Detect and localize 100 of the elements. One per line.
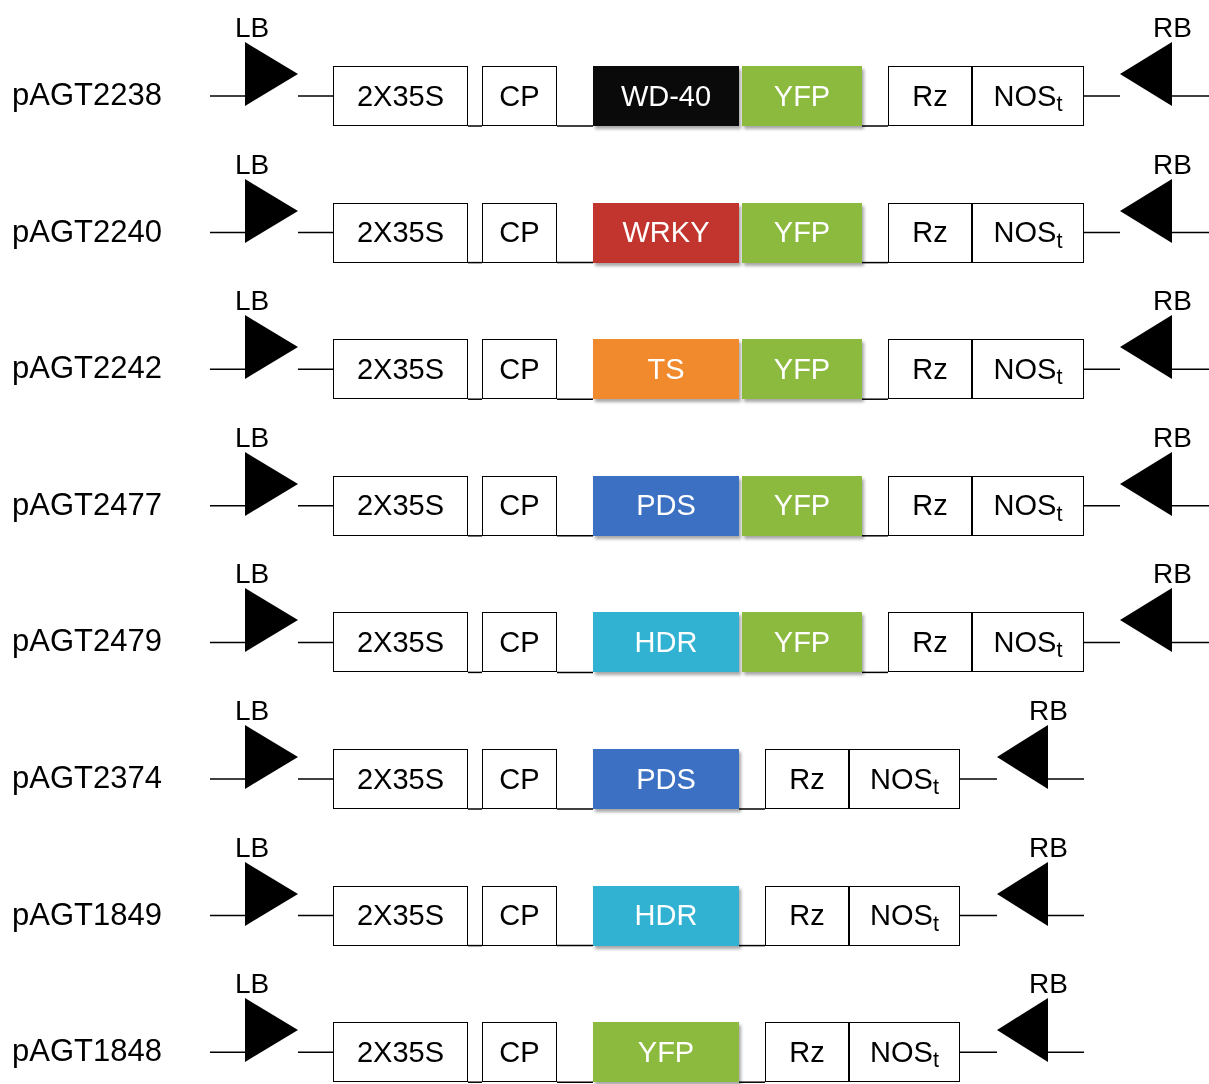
element-box: Rz — [888, 612, 972, 673]
border-label: RB — [1029, 833, 1068, 864]
backbone-line — [467, 398, 483, 400]
element-box: CP — [482, 475, 557, 536]
gene-box: PDS — [593, 749, 739, 809]
border-label: RB — [1153, 150, 1192, 181]
backbone-line — [1083, 641, 1121, 644]
border-label: LB — [235, 287, 270, 318]
element-box: Rz — [765, 749, 849, 809]
element-box: Rz — [765, 1022, 849, 1083]
backbone-line — [209, 505, 246, 507]
element-box: NOS$_{t}$ — [972, 202, 1084, 263]
element-box: Rz — [888, 202, 972, 263]
backbone-line — [209, 914, 246, 917]
backbone-line — [556, 125, 594, 127]
backbone-line — [1171, 231, 1209, 234]
element-box: NOS$_{t}$ — [972, 66, 1084, 126]
element-box: 2X35S — [333, 339, 468, 400]
backbone-line — [1171, 641, 1209, 644]
backbone-line — [556, 535, 594, 537]
element-box: NOS$_{t}$ — [972, 475, 1084, 536]
backbone-line — [556, 1081, 594, 1083]
backbone-line — [297, 505, 334, 507]
element-box: 2X35S — [333, 612, 468, 673]
element-box: CP — [482, 339, 557, 400]
backbone-line — [1047, 778, 1085, 780]
backbone-line — [556, 808, 594, 810]
backbone-line — [1083, 231, 1121, 234]
construct-name: pAGT2477 — [12, 488, 162, 520]
backbone-line — [297, 368, 334, 370]
border-label: RB — [1029, 697, 1068, 727]
element-box: CP — [482, 885, 557, 946]
border-label: LB — [235, 150, 270, 181]
element-box: NOS$_{t}$ — [849, 1022, 960, 1083]
element-box: 2X35S — [333, 1022, 468, 1083]
element-box: 2X35S — [333, 885, 468, 946]
backbone-line — [1171, 95, 1209, 97]
element-box: Rz — [888, 66, 972, 126]
border-label: LB — [235, 14, 270, 44]
backbone-line — [556, 398, 594, 400]
construct-name: pAGT1848 — [12, 1035, 162, 1067]
gene-box: WRKY — [593, 202, 739, 263]
backbone-line — [861, 535, 889, 537]
gene-box: YFP — [742, 612, 862, 673]
backbone-line — [1083, 505, 1121, 507]
border-label: RB — [1153, 560, 1192, 591]
construct-name: pAGT1849 — [12, 898, 162, 930]
element-box: NOS$_{t}$ — [849, 885, 960, 946]
element-box: 2X35S — [333, 202, 468, 263]
element-box: CP — [482, 1022, 557, 1083]
gene-box: HDR — [593, 885, 739, 946]
gene-box: YFP — [593, 1022, 739, 1083]
gene-box: TS — [593, 339, 739, 400]
construct-name: pAGT2479 — [12, 625, 162, 657]
element-box: 2X35S — [333, 475, 468, 536]
element-box: CP — [482, 202, 557, 263]
border-label: RB — [1153, 14, 1192, 44]
gene-box: YFP — [742, 475, 862, 536]
border-label: RB — [1153, 287, 1192, 318]
border-label: LB — [235, 833, 270, 864]
element-box: CP — [482, 66, 557, 126]
border-label: RB — [1029, 970, 1068, 1001]
border-label: LB — [235, 970, 270, 1001]
backbone-line — [861, 398, 889, 400]
element-box: Rz — [888, 475, 972, 536]
backbone-line — [1083, 95, 1121, 97]
backbone-line — [209, 778, 246, 780]
construct-name: pAGT2374 — [12, 762, 162, 793]
construct-name: pAGT2240 — [12, 215, 162, 247]
gene-box: YFP — [742, 66, 862, 126]
border-label: LB — [235, 560, 270, 591]
backbone-line — [297, 95, 334, 97]
backbone-line — [209, 368, 246, 370]
element-box: 2X35S — [333, 66, 468, 126]
backbone-line — [1047, 1051, 1085, 1053]
element-box: Rz — [765, 885, 849, 946]
gene-box: HDR — [593, 612, 739, 673]
element-box: NOS$_{t}$ — [972, 612, 1084, 673]
element-box: 2X35S — [333, 749, 468, 809]
backbone-line — [1171, 505, 1209, 507]
backbone-line — [467, 535, 483, 537]
backbone-line — [297, 641, 334, 644]
backbone-line — [467, 808, 483, 810]
element-box: CP — [482, 749, 557, 809]
backbone-line — [297, 1051, 334, 1053]
gene-box: PDS — [593, 475, 739, 536]
backbone-line — [556, 671, 594, 674]
backbone-line — [738, 808, 766, 810]
gene-box: WD-40 — [593, 66, 739, 126]
backbone-line — [959, 914, 998, 917]
backbone-line — [209, 95, 246, 97]
backbone-line — [1047, 914, 1085, 917]
backbone-line — [556, 261, 594, 264]
construct-name: pAGT2238 — [12, 79, 162, 110]
element-box: CP — [482, 612, 557, 673]
element-box: Rz — [888, 339, 972, 400]
backbone-line — [959, 778, 998, 780]
backbone-line — [1083, 368, 1121, 370]
backbone-line — [861, 125, 889, 127]
backbone-line — [738, 944, 766, 947]
